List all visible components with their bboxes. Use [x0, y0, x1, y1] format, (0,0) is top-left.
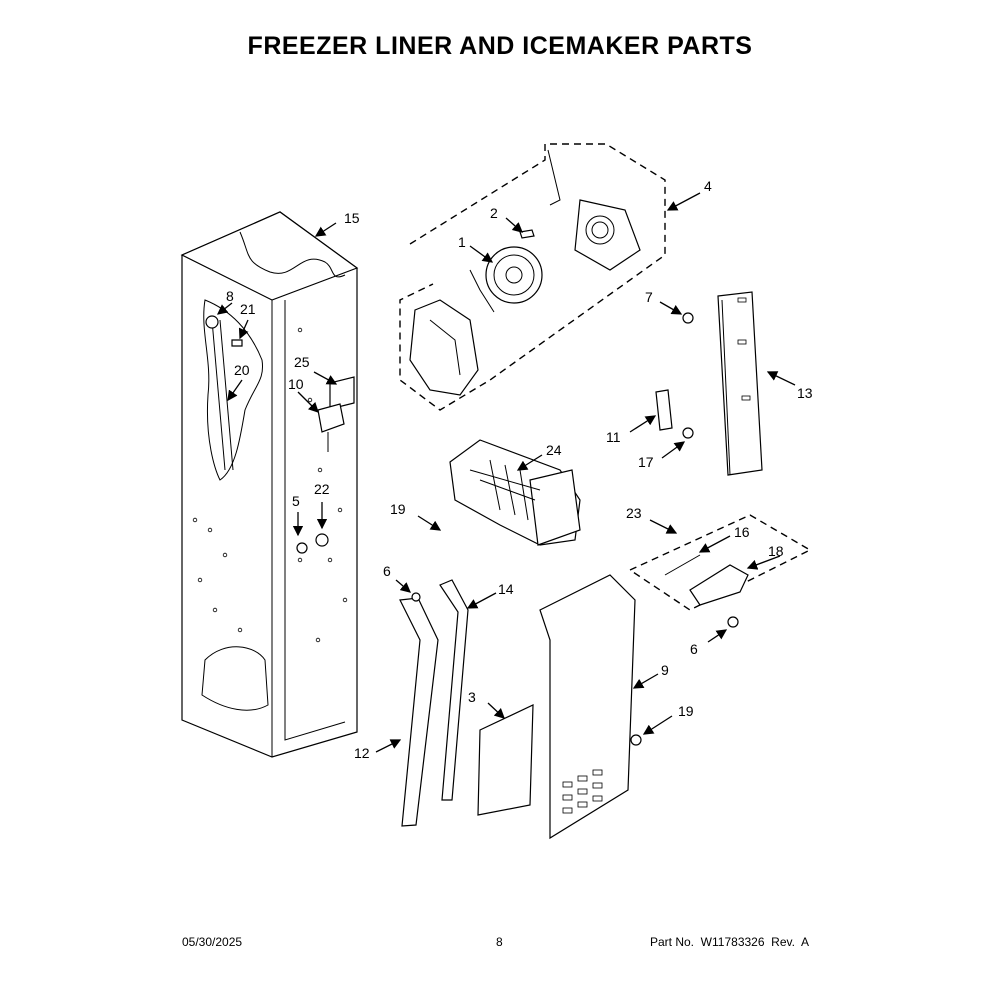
strips-and-panels — [399, 574, 642, 840]
callout-23: 23 — [626, 505, 642, 521]
callout-15: 15 — [344, 210, 360, 226]
leader-arrows — [216, 192, 796, 753]
callout-1: 1 — [458, 234, 466, 250]
callout-25: 25 — [294, 354, 310, 370]
footer-page-number: 8 — [496, 935, 503, 949]
callout-2: 2 — [490, 205, 498, 221]
callout-6b: 6 — [690, 641, 698, 657]
callout-19a: 19 — [390, 501, 406, 517]
callout-14: 14 — [498, 581, 514, 597]
callout-8: 8 — [226, 288, 234, 304]
callout-9: 9 — [661, 662, 669, 678]
callout-10: 10 — [288, 376, 304, 392]
callout-17: 17 — [638, 454, 654, 470]
callout-5: 5 — [292, 493, 300, 509]
callout-11: 11 — [606, 429, 621, 445]
callout-20: 20 — [234, 362, 250, 378]
housing-parts — [409, 149, 641, 396]
assembly-4-outline — [399, 143, 666, 411]
footer-date: 05/30/2025 — [182, 935, 243, 949]
callout-13: 13 — [797, 385, 813, 401]
page-title: FREEZER LINER AND ICEMAKER PARTS — [247, 32, 753, 60]
icemaker — [449, 439, 581, 546]
callout-4: 4 — [704, 178, 712, 194]
callout-24: 24 — [546, 442, 562, 458]
panel-13 — [717, 291, 763, 476]
bracket-11 — [655, 389, 694, 439]
callout-12: 12 — [354, 745, 370, 761]
callout-7: 7 — [645, 289, 653, 305]
assembly-23-parts — [664, 554, 749, 628]
callout-3: 3 — [468, 689, 476, 705]
liner-small-parts — [205, 315, 355, 554]
callout-22: 22 — [314, 481, 330, 497]
freezer-liner — [180, 211, 359, 758]
callout-16: 16 — [734, 524, 750, 540]
callout-6a: 6 — [383, 563, 391, 579]
callout-18: 18 — [768, 543, 784, 559]
callout-19b: 19 — [678, 703, 694, 719]
screw-7 — [682, 312, 694, 324]
callout-21: 21 — [240, 301, 256, 317]
footer-part-number: Part No. W11783326 Rev. A — [650, 935, 809, 949]
assembly-23-outline — [628, 514, 812, 611]
